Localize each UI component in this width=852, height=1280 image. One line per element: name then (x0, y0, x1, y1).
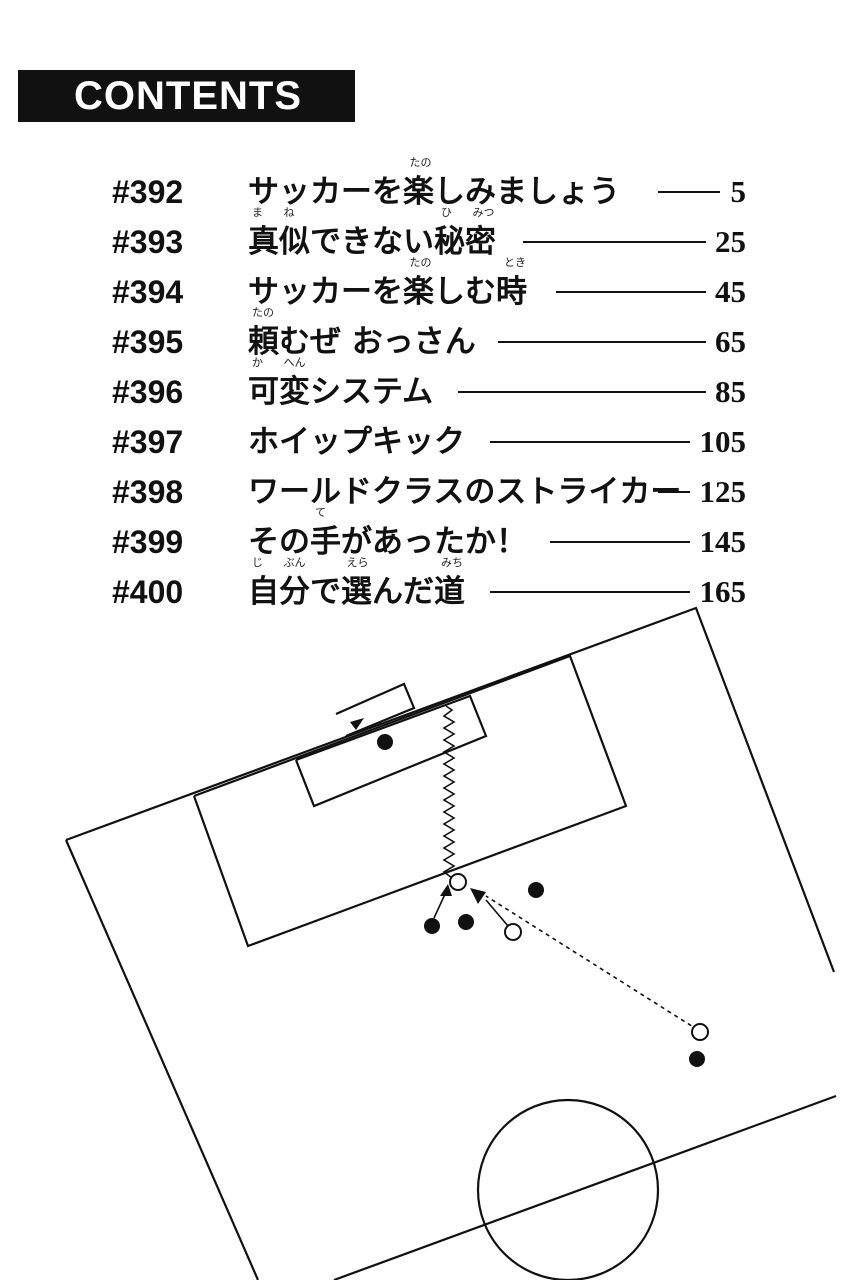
toc-leader-line (490, 591, 690, 593)
toc-row: #398 ワールドクラスのストライカー 125 (0, 462, 852, 512)
contents-header-bar (18, 70, 355, 122)
chapter-title: 頼むぜ おっさん (248, 324, 476, 360)
chapter-page-number: 125 (699, 474, 747, 509)
player-white-icon (691, 1023, 709, 1041)
chapter-page-number: 85 (715, 374, 746, 409)
toc-leader-line (658, 191, 720, 193)
pass-arrow-icon (470, 888, 486, 904)
furigana: たの (252, 306, 274, 319)
furigana: えら (346, 556, 369, 569)
toc-leader-line (490, 441, 690, 443)
toc-row: #396 可変システム か へん 85 (0, 357, 852, 412)
chapter-number: #395 (112, 324, 184, 360)
furigana: ま (252, 206, 263, 219)
player-dark-icon (377, 734, 393, 750)
contents-header-title: CONTENTS (74, 74, 302, 118)
chapter-number: #394 (112, 274, 184, 310)
furigana: たの (409, 256, 432, 269)
chapter-page-number: 5 (730, 174, 747, 209)
chapter-page-number: 145 (699, 524, 747, 559)
furigana: みつ (472, 206, 495, 219)
furigana: たの (409, 156, 432, 169)
player-dark-icon (689, 1051, 705, 1067)
chapter-title: 真似できない秘密 (248, 224, 496, 260)
goal-area-line (294, 694, 488, 808)
run-line-1 (433, 891, 447, 919)
toc-leader-line (458, 391, 706, 393)
furigana: へん (283, 356, 306, 369)
player-white-icon (504, 923, 522, 941)
soccer-pitch-diagram (64, 606, 837, 1280)
chapter-title: サッカーを楽しむ時 (248, 274, 527, 310)
shot-arrowhead-icon (350, 718, 364, 730)
toc-leader-line (658, 491, 690, 493)
furigana: か (252, 356, 263, 369)
shot-zigzag-icon (442, 705, 456, 879)
run-line-2 (485, 899, 509, 927)
furigana: ね (283, 206, 295, 219)
furigana: じ (252, 556, 263, 569)
penalty-area-line (192, 654, 628, 948)
toc-leader-line (498, 341, 706, 343)
pitch-left-sideline (64, 839, 260, 1280)
toc-row: #397 ホイップキック 105 (0, 412, 852, 462)
pass-dashed-line (485, 895, 699, 1031)
chapter-number: #393 (112, 224, 184, 260)
pitch-halfway-line (333, 1094, 837, 1280)
chapter-number: #397 (112, 424, 184, 460)
chapter-page-number: 25 (715, 224, 746, 259)
furigana: て (315, 506, 326, 519)
chapter-number: #398 (112, 474, 184, 510)
chapter-page-number: 165 (699, 574, 747, 609)
chapter-title: 可変システム (248, 374, 434, 410)
chapter-title: サッカーを楽しみましょう (248, 174, 620, 210)
toc-leader-line (556, 291, 706, 293)
run-arrowhead-1 (440, 884, 452, 896)
pitch-boundary-line (65, 606, 836, 973)
chapter-title: ワールドクラスのストライカー (248, 474, 682, 510)
chapter-page-number: 45 (715, 274, 746, 309)
toc-leader-line (550, 541, 690, 543)
toc-row: #400 自分で選んだ道 じ ぶん えら みち 165 (0, 557, 852, 612)
toc-row: #395 頼むぜ おっさん たの 65 (0, 307, 852, 362)
furigana: ひ (441, 206, 452, 219)
toc-row: #393 真似できない秘密 ま ね ひ みつ 25 (0, 207, 852, 262)
chapter-number: #392 (112, 174, 184, 210)
player-dark-icon (458, 914, 474, 930)
chapter-page-number: 65 (715, 324, 746, 359)
furigana: みち (441, 556, 463, 569)
chapter-title: その手があったか！ (248, 524, 527, 560)
toc-row: #392 サッカーを楽しみましょう たの 5 (0, 157, 852, 212)
chapter-number: #396 (112, 374, 184, 410)
player-dark-icon (528, 882, 544, 898)
furigana: とき (504, 256, 526, 269)
furigana: ぶん (283, 556, 306, 569)
chapter-number: #399 (112, 524, 184, 560)
chapter-title: ホイップキック (248, 424, 465, 460)
chapter-page-number: 105 (699, 424, 747, 459)
chapter-title: 自分で選んだ道 (248, 574, 465, 610)
toc-row: #394 サッカーを楽しむ時 たの とき 45 (0, 257, 852, 312)
toc-row: #399 その手があったか！ て 145 (0, 507, 852, 562)
toc-leader-line (523, 241, 706, 243)
player-dark-icon (424, 918, 440, 934)
chapter-number: #400 (112, 574, 184, 610)
player-white-icon (449, 873, 467, 891)
goal-frame (335, 682, 416, 738)
center-circle (476, 1098, 660, 1280)
